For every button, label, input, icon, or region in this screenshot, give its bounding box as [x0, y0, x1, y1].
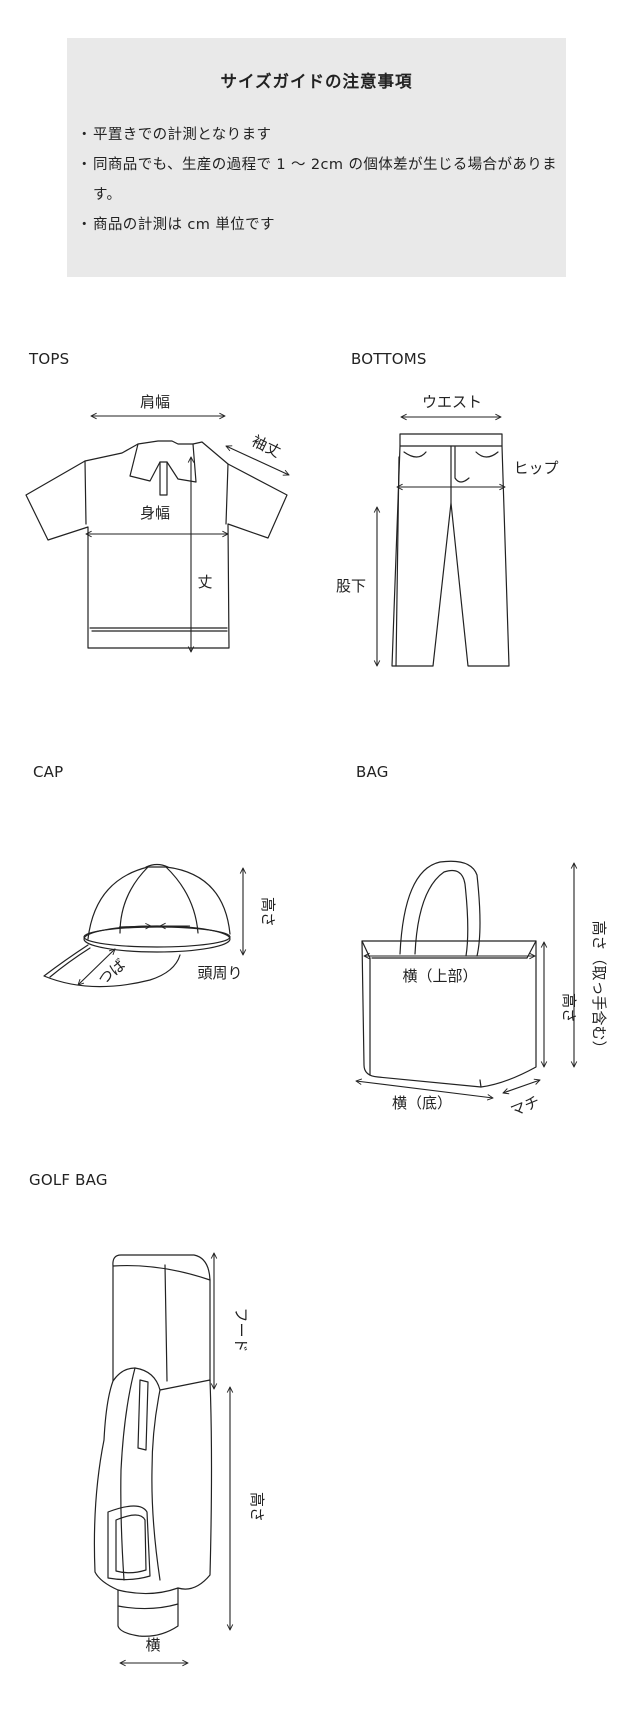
golf-hood-label: フード	[232, 1307, 250, 1352]
golf-height-label: 高さ	[248, 1492, 266, 1522]
head-arrow-left	[118, 926, 151, 927]
notice-item: 商品の計測は cm 単位です	[77, 210, 559, 240]
section-title-bottoms: BOTTOMS	[351, 350, 427, 368]
section-title-cap: CAP	[33, 763, 64, 781]
bag-gusset-arrow	[503, 1080, 540, 1093]
section-title-golf-bag: GOLF BAG	[29, 1171, 108, 1189]
notice-item: 同商品でも、生産の過程で 1 ～ 2cm の個体差が生じる場合があります。	[77, 150, 559, 210]
waist-label: ウエスト	[422, 393, 482, 411]
shoulder-label: 肩幅	[140, 393, 170, 411]
tops-polo-illustration	[25, 440, 288, 649]
hip-label: ヒップ	[513, 459, 558, 477]
cap-dimension-arrows	[78, 868, 243, 985]
golf-bag-dimension-arrows	[120, 1253, 230, 1663]
section-title-bag: BAG	[356, 763, 389, 781]
bag-height-label: 高さ	[560, 993, 578, 1023]
notice-item: 平置きでの計測となります	[77, 120, 559, 150]
golf-bag-illustration	[93, 1254, 213, 1637]
bag-gusset-label: マチ	[508, 1092, 543, 1120]
notice-list: 平置きでの計測となります 同商品でも、生産の過程で 1 ～ 2cm の個体差が生…	[77, 120, 559, 240]
inseam-label: 股下	[336, 577, 366, 595]
bag-bottom-width-label: 横（底）	[392, 1094, 452, 1112]
bag-top-width-label: 横（上部）	[402, 967, 477, 985]
tops-dimension-arrows	[86, 416, 289, 652]
sleeve-label: 袖丈	[249, 432, 284, 461]
section-title-tops: TOPS	[29, 350, 70, 368]
bottoms-dimension-arrows	[377, 417, 505, 666]
bag-bottom-width-arrow	[356, 1081, 493, 1098]
notice-box: サイズガイドの注意事項 平置きでの計測となります 同商品でも、生産の過程で 1 …	[67, 38, 566, 277]
length-label: 丈	[197, 573, 212, 591]
sleeve-arrow	[226, 446, 289, 475]
golf-width-label: 横	[145, 1636, 160, 1654]
bag-dimension-arrows	[356, 863, 574, 1098]
cap-height-label: 高さ	[259, 897, 277, 927]
cap-illustration	[43, 863, 231, 988]
notice-title: サイズガイドの注意事項	[220, 72, 413, 91]
bottoms-pants-illustration	[391, 433, 510, 667]
head-label: 頭周り	[197, 964, 242, 982]
chest-label: 身幅	[140, 504, 170, 522]
bag-height-handle-label: 高さ（取っ手含む）	[590, 920, 608, 1055]
brim-label: つば	[95, 956, 130, 989]
brim-arrow	[78, 949, 115, 985]
